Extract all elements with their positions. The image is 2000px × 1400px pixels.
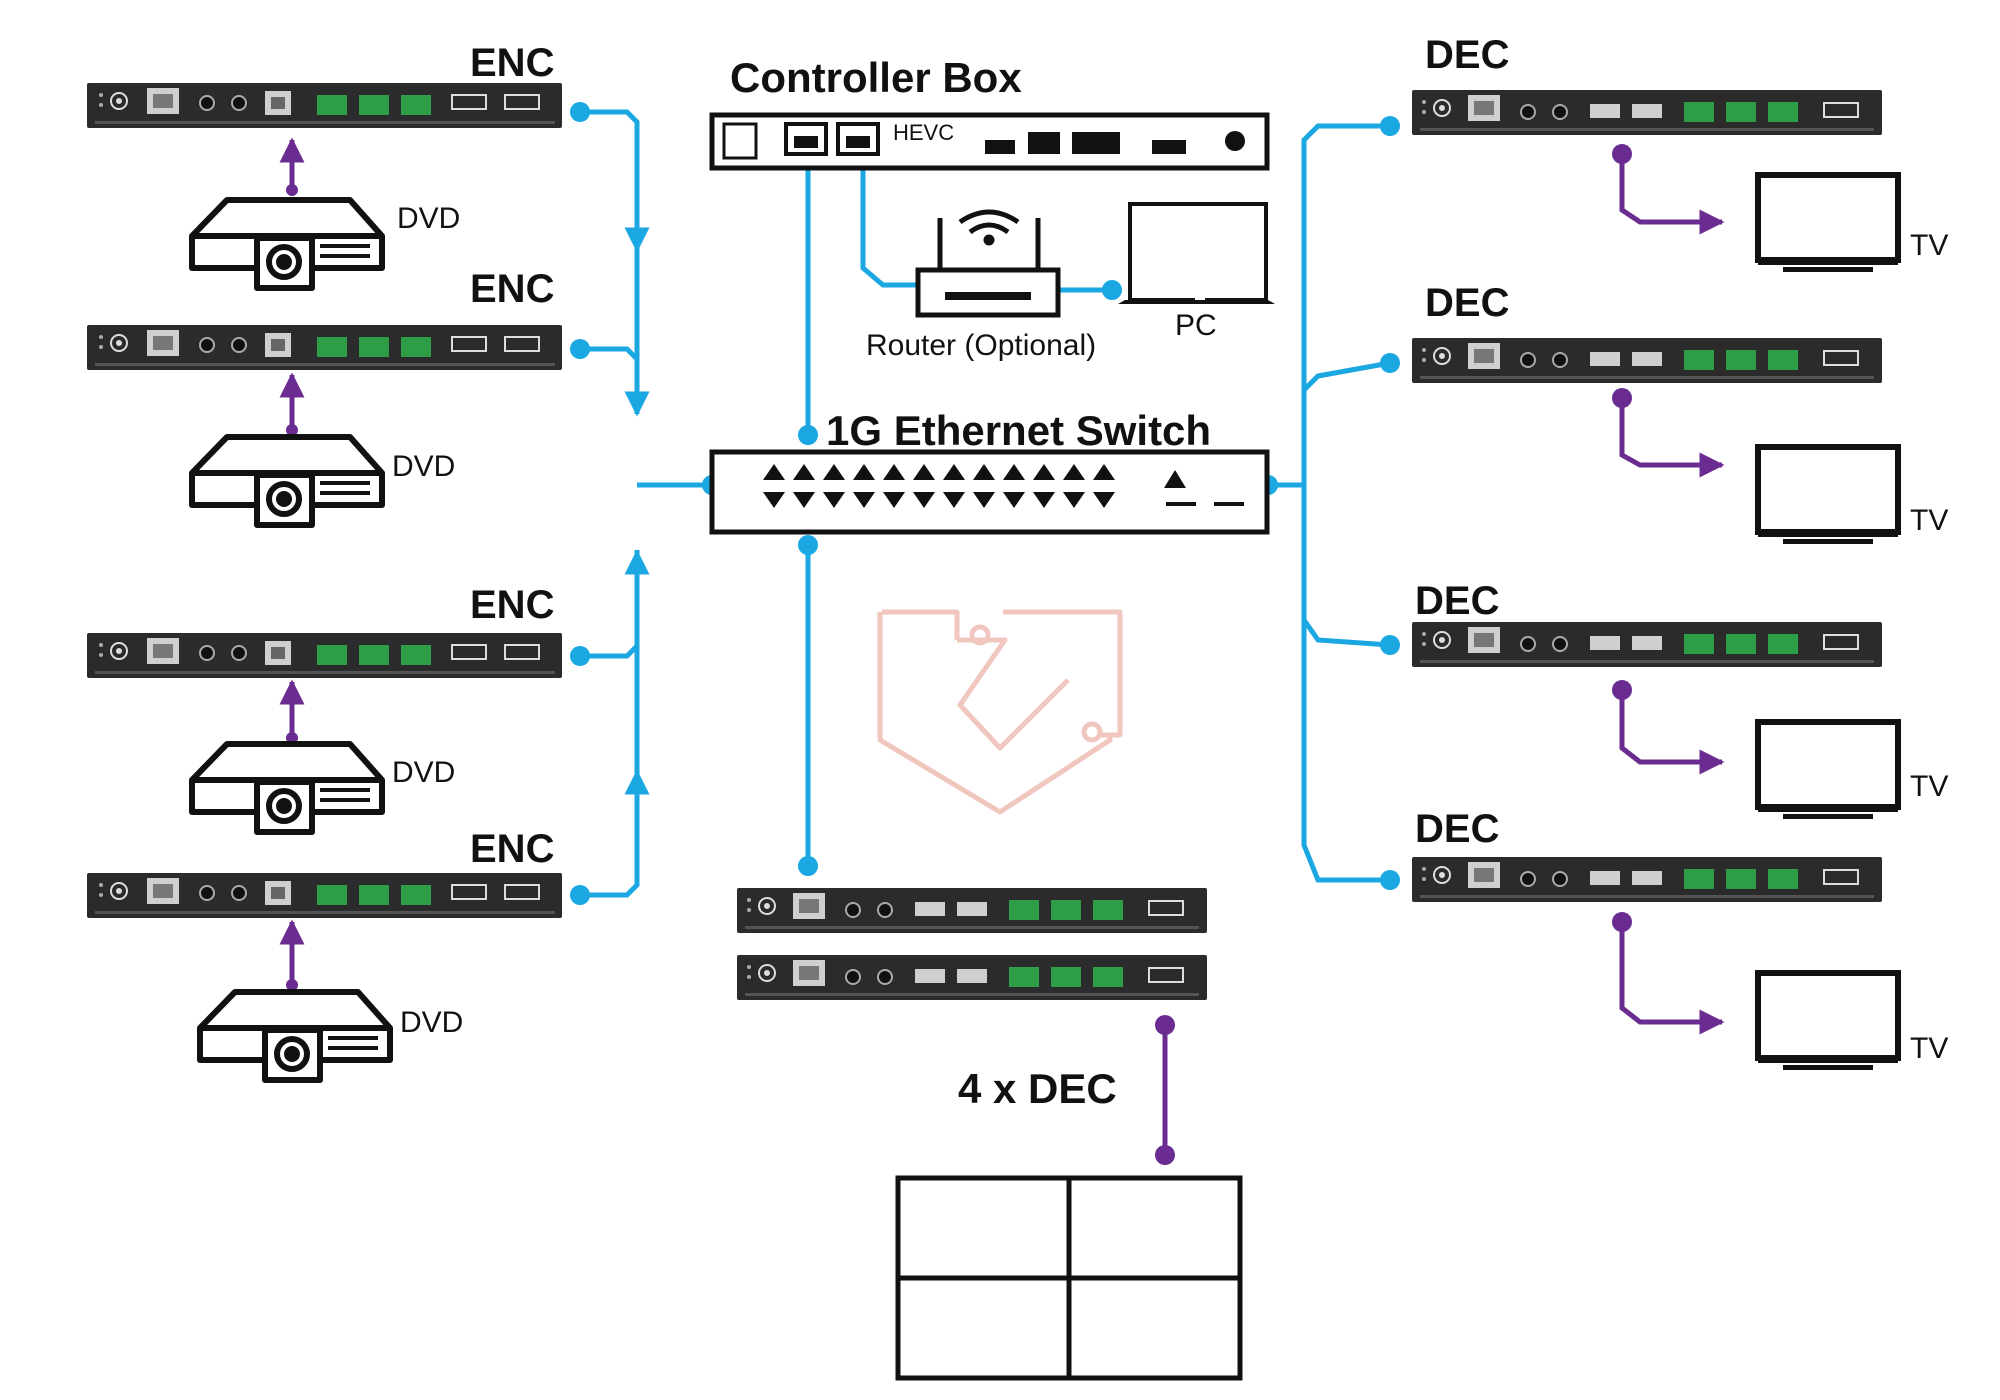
av-endpoints xyxy=(286,144,1632,1165)
decoder-device xyxy=(1411,621,1883,668)
router: Router (Optional) xyxy=(866,209,1096,362)
switch-port-icon xyxy=(1033,492,1055,508)
switch-title: 1G Ethernet Switch xyxy=(826,407,1211,454)
controller-box: Controller Box HEVC xyxy=(709,54,1270,171)
switch-port-icon xyxy=(1003,464,1025,480)
decoder-label: DEC xyxy=(1425,33,1509,77)
encoder-label: ENC xyxy=(470,267,554,311)
ethernet-switch: 1G Ethernet Switch xyxy=(709,407,1270,535)
controller-box-title: Controller Box xyxy=(730,54,1022,101)
switch-port-icon xyxy=(1093,464,1115,480)
laptop-icon xyxy=(1118,202,1275,304)
switch-port-icon xyxy=(1093,492,1115,508)
dvd-player-icon xyxy=(192,437,382,525)
decoder-device xyxy=(736,954,1208,1001)
switch-port-icon xyxy=(793,492,815,508)
decoder-unit: DEC TV xyxy=(1411,807,1948,1070)
lan-port-icon xyxy=(836,122,880,156)
decoder-unit: DEC TV xyxy=(1411,281,1948,544)
decoder-label: DEC xyxy=(1425,281,1509,325)
decoder-label: DEC xyxy=(1415,807,1499,851)
switch-port-icon xyxy=(1063,492,1085,508)
switch-port-icon xyxy=(943,492,965,508)
source-label: DVD xyxy=(392,756,455,789)
decoder-device xyxy=(736,887,1208,934)
encoder-label: ENC xyxy=(470,583,554,627)
decoder-label: DEC xyxy=(1415,579,1499,623)
router-label: Router (Optional) xyxy=(866,329,1096,362)
source-label: DVD xyxy=(397,202,460,235)
watermark-logo xyxy=(877,609,1123,815)
switch-port-icon xyxy=(853,464,875,480)
encoder-device xyxy=(86,632,563,679)
switch-port-icon xyxy=(793,464,815,480)
switch-port-icon xyxy=(763,464,785,480)
switch-port-icon xyxy=(913,464,935,480)
power-port-icon xyxy=(722,122,758,160)
switch-port-icon xyxy=(973,464,995,480)
switch-port-icon xyxy=(943,464,965,480)
dvd-player-icon xyxy=(200,992,390,1080)
videowall-label: 4 x DEC xyxy=(958,1065,1117,1112)
network-links xyxy=(580,109,1391,898)
reset-button-icon xyxy=(1225,131,1245,151)
switch-port-icon xyxy=(1003,492,1025,508)
decoder-device xyxy=(1411,856,1883,903)
switch-port-icon xyxy=(883,464,905,480)
display-label: TV xyxy=(1910,229,1948,262)
encoder-device xyxy=(86,324,563,371)
pc: PC xyxy=(1118,202,1275,342)
pc-label: PC xyxy=(1175,309,1217,342)
source-label: DVD xyxy=(400,1006,463,1039)
switch-port-icon xyxy=(853,492,875,508)
decoder-device xyxy=(1411,89,1883,136)
tv-icon xyxy=(1758,447,1898,544)
display-label: TV xyxy=(1910,1032,1948,1065)
video-wall-icon xyxy=(895,1175,1243,1381)
switch-port-array xyxy=(763,464,1115,508)
encoder-device xyxy=(86,872,563,919)
switch-port-icon xyxy=(763,492,785,508)
tv-icon xyxy=(1758,175,1898,272)
switch-port-icon xyxy=(973,492,995,508)
decoder-unit: DEC TV xyxy=(1411,33,1948,272)
switch-port-icon xyxy=(913,492,935,508)
switch-port-icon xyxy=(883,492,905,508)
switch-port-icon xyxy=(1063,464,1085,480)
decoder-device xyxy=(1411,337,1883,384)
tv-icon xyxy=(1758,722,1898,819)
controller-tag: HEVC xyxy=(893,120,954,145)
router-icon xyxy=(915,267,1061,318)
encoder-unit: ENC DVD xyxy=(86,827,563,1080)
decoder-unit: DEC TV xyxy=(1411,579,1948,819)
encoder-label: ENC xyxy=(470,827,554,871)
encoder-label: ENC xyxy=(470,41,554,85)
videowall-unit: 4 x DEC xyxy=(736,887,1243,1381)
dvd-player-icon xyxy=(192,200,382,288)
display-label: TV xyxy=(1910,504,1948,537)
encoder-unit: ENC DVD xyxy=(86,583,563,832)
wifi-icon xyxy=(958,209,1020,246)
encoder-unit: ENC DVD xyxy=(86,267,563,525)
switch-port-icon xyxy=(1033,464,1055,480)
display-label: TV xyxy=(1910,770,1948,803)
source-label: DVD xyxy=(392,450,455,483)
switch-port-icon xyxy=(823,464,845,480)
encoder-unit: ENC DVD xyxy=(86,41,563,288)
switch-port-icon xyxy=(823,492,845,508)
encoder-device xyxy=(86,82,563,129)
dvd-player-icon xyxy=(192,744,382,832)
tv-icon xyxy=(1758,973,1898,1070)
av-links xyxy=(279,137,1725,1155)
